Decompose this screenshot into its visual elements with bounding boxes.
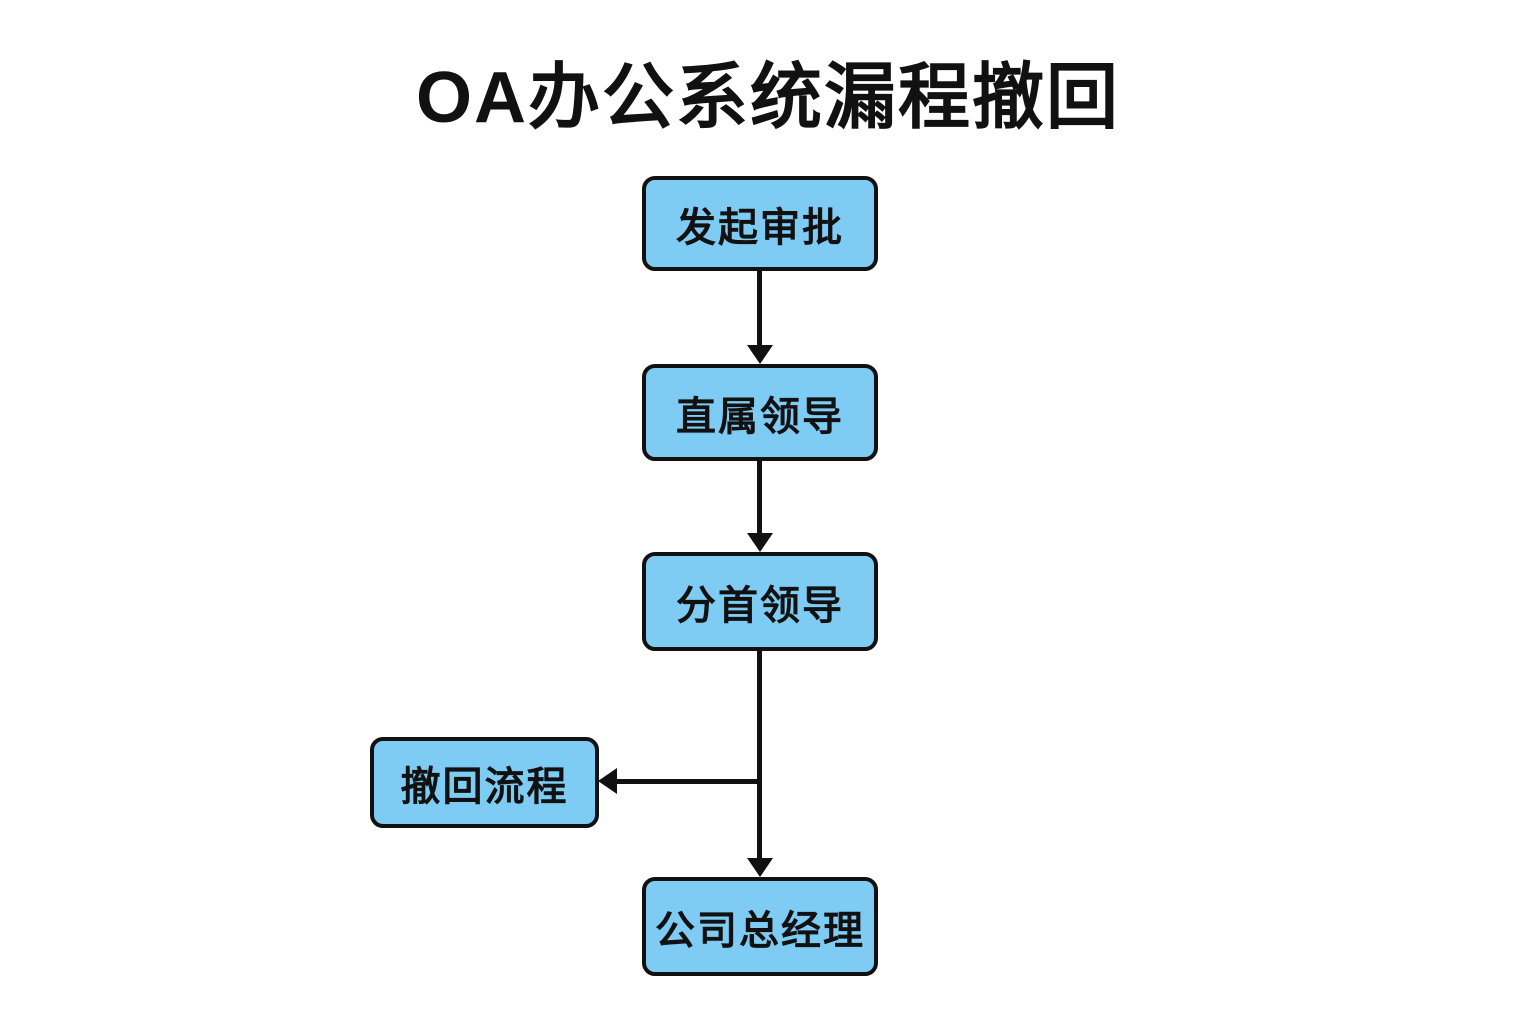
connector-branch-to-withdraw bbox=[612, 779, 760, 784]
page-title: OA办公系统漏程撤回 bbox=[415, 58, 1120, 138]
flow-node-withdraw-process: 撤回流程 bbox=[370, 737, 599, 828]
flow-node-general-manager: 公司总经理 bbox=[642, 877, 878, 976]
flow-node-label: 直属领导 bbox=[676, 394, 844, 439]
flow-node-label: 公司总经理 bbox=[655, 908, 865, 953]
connector-direct-to-division bbox=[757, 459, 762, 537]
flow-node-label: 撤回流程 bbox=[400, 764, 569, 809]
flow-node-direct-leader: 直属领导 bbox=[642, 364, 878, 461]
arrowhead-down-icon bbox=[747, 858, 773, 877]
connector-division-to-manager bbox=[757, 649, 762, 862]
connector-initiate-to-direct bbox=[757, 269, 762, 349]
flow-node-division-leader: 分首领导 bbox=[642, 552, 878, 651]
flow-node-label: 发起审批 bbox=[676, 205, 844, 250]
arrowhead-down-icon bbox=[747, 533, 773, 552]
arrowhead-left-icon bbox=[598, 768, 617, 794]
flow-node-label: 分首领导 bbox=[676, 583, 844, 628]
arrowhead-down-icon bbox=[747, 345, 773, 364]
flow-node-initiate-approval: 发起审批 bbox=[642, 176, 878, 271]
